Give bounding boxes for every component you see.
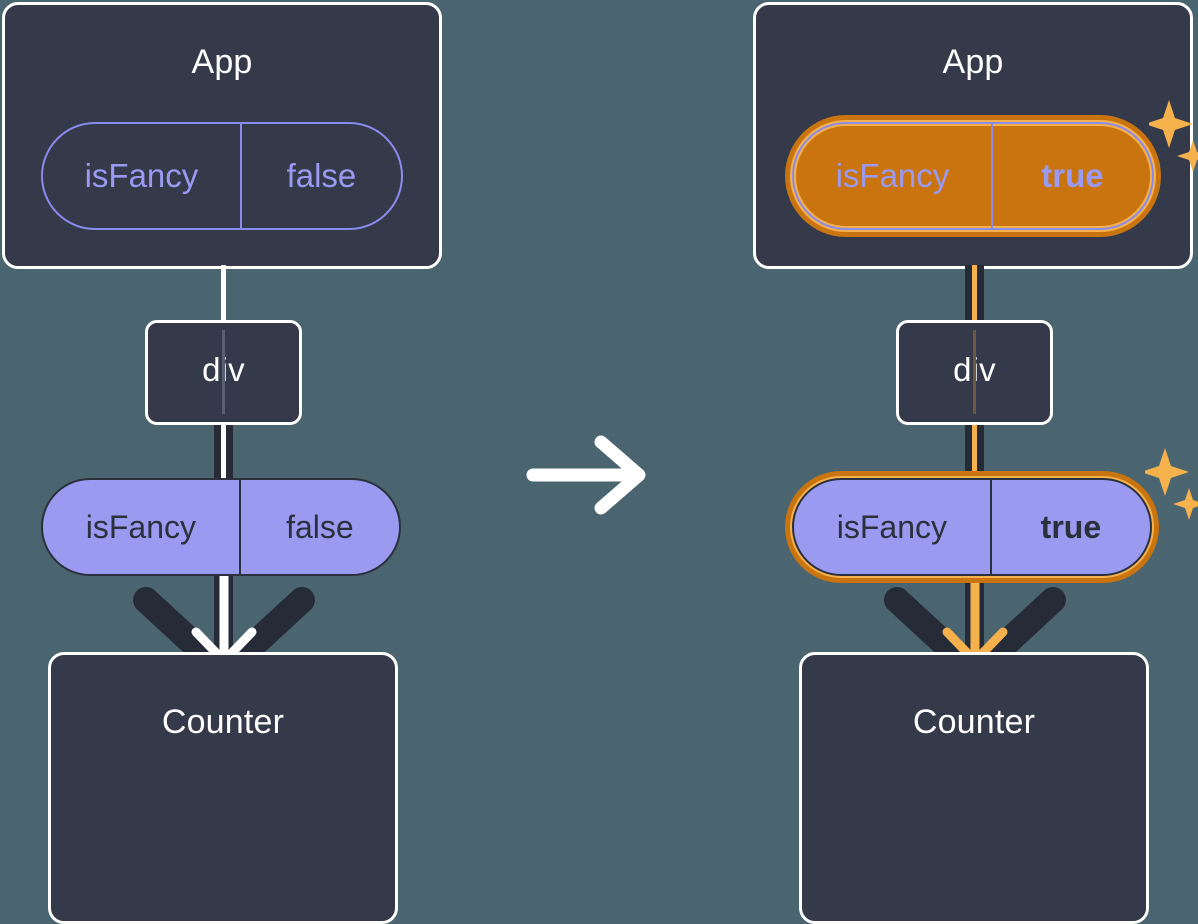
prop-pill-value: true	[989, 480, 1150, 574]
sparkle-icon	[1145, 448, 1198, 520]
component-title-app: App	[191, 43, 253, 81]
connector-through-div	[222, 330, 225, 414]
connector-through-div	[973, 330, 976, 414]
prop-pill-key: isFancy	[85, 508, 197, 545]
connector-app-to-div	[221, 265, 226, 323]
connector-div-to-prop	[972, 422, 977, 486]
sparkle-icon	[1149, 100, 1198, 172]
prop-pill-isfancy[interactable]: isFancy false	[41, 478, 401, 576]
state-pill-app-isfancy[interactable]: isFancy false	[41, 122, 403, 230]
component-title-counter: Counter	[161, 703, 285, 741]
component-title-app: App	[942, 43, 1004, 81]
prop-pill-isfancy[interactable]: isFancy true	[792, 478, 1152, 576]
component-title-counter: Counter	[912, 703, 1036, 741]
panel-before: App isFancy false div isFancy false Coun…	[0, 0, 447, 924]
state-pill-app-isfancy[interactable]: isFancy true	[792, 122, 1154, 230]
arrow-right-icon	[526, 435, 646, 515]
component-box-counter[interactable]: Counter	[799, 652, 1149, 924]
component-box-counter[interactable]: Counter	[48, 652, 398, 924]
connector-div-to-prop	[221, 422, 226, 486]
prop-pill-value: false	[238, 480, 399, 574]
state-pill-key: isFancy	[84, 157, 199, 194]
state-pill-value: true	[990, 124, 1152, 228]
state-pill-value: false	[239, 124, 401, 228]
connector-app-to-div	[972, 265, 977, 323]
panel-after: App isFancy true div isFancy true	[735, 0, 1198, 924]
prop-pill-key: isFancy	[836, 508, 948, 545]
state-pill-key: isFancy	[835, 157, 950, 194]
